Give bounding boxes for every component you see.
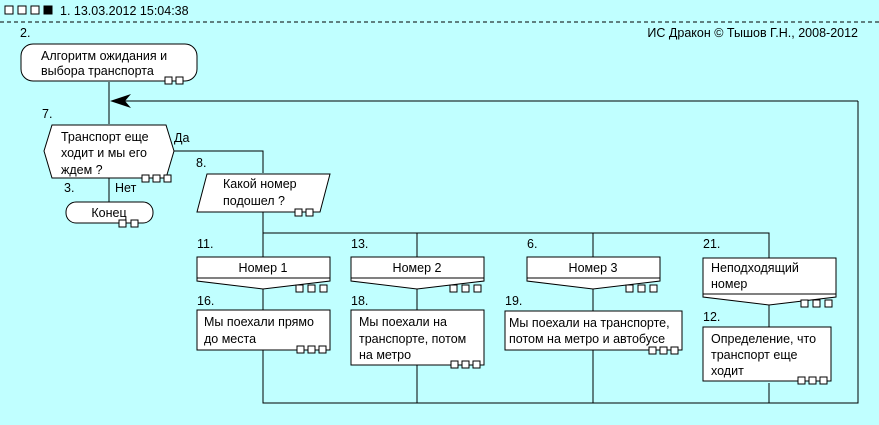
node-action-18[interactable]: 18. Мы поехали на транспорте, потом на м…: [350, 294, 485, 369]
port-icons: [450, 360, 481, 369]
node-action-16[interactable]: 16. Мы поехали прямо до места: [196, 289, 331, 354]
action-shape[interactable]: [350, 309, 485, 366]
select-shape[interactable]: [196, 173, 331, 213]
node-text: ждем ?: [61, 163, 103, 177]
node-text: Мы поехали на транспорте,: [509, 316, 670, 330]
node-case-1[interactable]: 11. Номер 1: [196, 237, 331, 293]
node-text: потом на метро и автобусе: [509, 332, 665, 346]
node-text: Номер 3: [569, 261, 618, 275]
node-text: ходит и мы его: [61, 146, 147, 160]
node-number: 19.: [505, 294, 522, 308]
port-icons: [449, 284, 482, 293]
node-text: Мы поехали на: [359, 315, 447, 329]
end-shape[interactable]: [65, 201, 154, 224]
node-text: Какой номер: [223, 177, 297, 191]
yes-label: Да: [174, 131, 189, 145]
yes-branch-connector: [174, 150, 264, 173]
port-icons: [625, 284, 658, 293]
square-empty-icon[interactable]: [4, 5, 14, 15]
node-text: Конец: [91, 206, 126, 220]
node-number: 6.: [527, 237, 537, 251]
port-icons: [295, 284, 328, 293]
square-empty-icon[interactable]: [30, 5, 40, 15]
arrow-left-icon: [110, 94, 131, 108]
node-text: выбора транспорта: [41, 64, 154, 78]
node-text: Алгоритм ожидания и: [41, 49, 167, 63]
port-icons: [296, 345, 327, 354]
diagram-title: 1. 13.03.2012 15:04:38: [60, 4, 189, 18]
node-text: до места: [204, 332, 256, 346]
node-title[interactable]: 2. Алгоритм ожидания и выбора транспорта: [20, 26, 198, 85]
node-number: 16.: [197, 294, 214, 308]
node-text: на метро: [359, 348, 411, 362]
node-action-12[interactable]: 12. Определение, что транспорт еще ходит: [702, 305, 832, 385]
node-end[interactable]: 3. Конец: [64, 181, 154, 228]
copyright-text: ИС Дракон © Тышов Г.Н., 2008-2012: [647, 26, 858, 40]
action-shape[interactable]: [196, 309, 331, 351]
node-number: 2.: [20, 26, 30, 40]
port-icons: [164, 76, 184, 85]
node-text: номер: [711, 277, 747, 291]
node-case-4[interactable]: 21. Неподходящий номер: [702, 237, 837, 308]
action-shape[interactable]: [504, 310, 683, 351]
node-text: Номер 2: [393, 261, 442, 275]
node-text: Определение, что: [711, 332, 816, 346]
switch-bus-line: [263, 232, 770, 258]
node-case-2[interactable]: 13. Номер 2: [350, 237, 485, 293]
node-number: 3.: [64, 181, 74, 195]
node-question[interactable]: 7. Транспорт еще ходит и мы его ждем ? Д…: [42, 107, 189, 195]
port-icons: [141, 174, 172, 183]
port-icons: [294, 208, 314, 217]
node-number: 7.: [42, 107, 52, 121]
node-number: 8.: [196, 156, 206, 170]
node-number: 11.: [197, 237, 213, 251]
action-shape[interactable]: [702, 326, 832, 382]
header: 1. 13.03.2012 15:04:38 ИС Дракон © Тышов…: [0, 4, 879, 40]
node-text: подошел ?: [223, 194, 285, 208]
node-number: 21.: [703, 237, 720, 251]
node-text: Транспорт еще: [61, 130, 149, 144]
port-icons: [118, 219, 139, 228]
node-text: Неподходящий: [711, 261, 799, 275]
square-empty-icon[interactable]: [17, 5, 27, 15]
node-number: 13.: [351, 237, 368, 251]
node-case-3[interactable]: 6. Номер 3: [526, 237, 661, 293]
node-text: Мы поехали прямо: [204, 315, 314, 329]
no-label: Нет: [115, 181, 137, 195]
node-text: транспорте, потом: [359, 332, 466, 346]
node-text: ходит: [711, 364, 744, 378]
title-shape[interactable]: [20, 43, 198, 82]
case-shape[interactable]: [702, 257, 837, 295]
node-number: 18.: [351, 294, 368, 308]
square-filled-icon[interactable]: [43, 5, 53, 15]
port-icons: [648, 346, 679, 355]
node-action-19[interactable]: 19. Мы поехали на транспорте, потом на м…: [504, 294, 683, 355]
node-text: транспорт еще: [711, 348, 797, 362]
port-icons: [797, 376, 828, 385]
node-text: Номер 1: [239, 261, 288, 275]
node-select[interactable]: 8. Какой номер подошел ?: [196, 156, 331, 217]
node-number: 12.: [703, 310, 720, 324]
port-icons: [800, 299, 833, 308]
